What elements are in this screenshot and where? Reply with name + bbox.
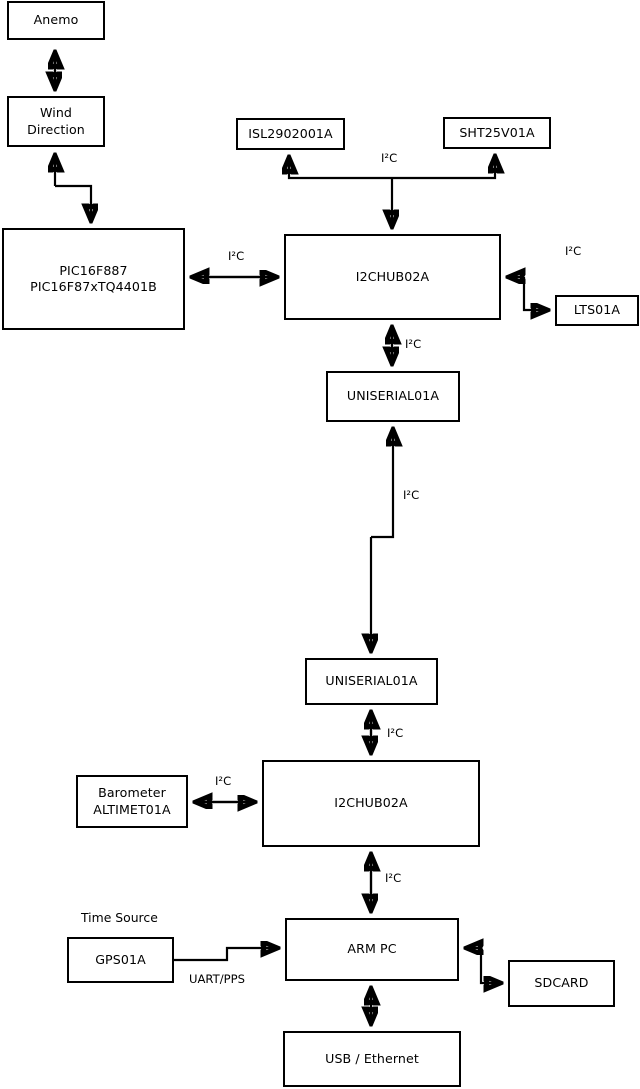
node-lts01a[interactable]: LTS01A — [555, 295, 639, 326]
wire-gps-armpc — [174, 948, 277, 962]
wire-armpc-sdcard — [479, 948, 500, 983]
node-pic-microcontroller[interactable]: PIC16F887 PIC16F87xTQ4401B — [2, 228, 185, 330]
edge-label-i2c-barometer-hub: I²C — [215, 774, 232, 788]
node-uniserial01a-upper[interactable]: UNISERIAL01A — [326, 371, 460, 422]
edge-label-i2c-hub-uniserial: I²C — [405, 337, 422, 351]
edge-label-i2c-hub-armpc: I²C — [385, 871, 402, 885]
node-wind-direction[interactable]: Wind Direction — [7, 96, 105, 147]
node-gps01a[interactable]: GPS01A — [67, 937, 174, 983]
node-i2chub02a-top[interactable]: I2CHUB02A — [284, 234, 501, 320]
edge-label-i2c-sensor-bus: I²C — [381, 151, 398, 165]
edge-label-uart-pps: UART/PPS — [189, 972, 245, 986]
node-anemo[interactable]: Anemo — [7, 1, 105, 40]
edge-label-i2c-hub-lts: I²C — [565, 244, 582, 258]
node-sht25v01a[interactable]: SHT25V01A — [443, 117, 551, 149]
node-isl2902001a[interactable]: ISL2902001A — [236, 118, 345, 150]
wire-hubtop-lts — [522, 277, 547, 310]
wire-winddirection-elbow — [55, 184, 91, 220]
node-sdcard[interactable]: SDCARD — [508, 960, 615, 1007]
edge-label-i2c-pic-hub: I²C — [228, 249, 245, 263]
node-barometer-altimet01a[interactable]: Barometer ALTIMET01A — [76, 775, 188, 828]
edge-label-i2c-uniserial-hub-bottom: I²C — [387, 726, 404, 740]
node-i2chub02a-bottom[interactable]: I2CHUB02A — [262, 760, 480, 847]
wire-sensorbus-isl — [289, 158, 392, 180]
label-time-source: Time Source — [81, 910, 158, 925]
wire-sensorbus-sht — [392, 157, 495, 180]
edge-label-i2c-uniserial-link: I²C — [403, 488, 420, 502]
node-arm-pc[interactable]: ARM PC — [285, 918, 459, 981]
node-usb-ethernet[interactable]: USB / Ethernet — [283, 1031, 461, 1087]
wire-uniserial2-uniserial1 — [371, 430, 393, 539]
node-uniserial01a-lower[interactable]: UNISERIAL01A — [305, 658, 438, 705]
